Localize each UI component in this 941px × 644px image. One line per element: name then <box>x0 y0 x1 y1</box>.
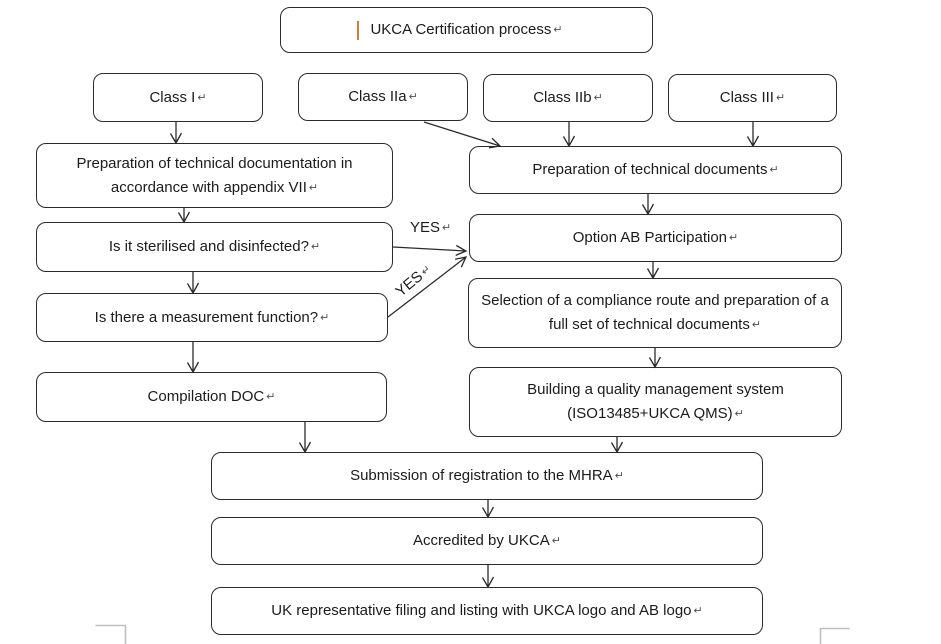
arrow-measurement-to-compilation <box>186 342 200 374</box>
return-formatting-mark: ↵ <box>734 408 744 420</box>
node-measurement-question[interactable]: Is there a measurement function?↵ <box>36 293 388 342</box>
node-class-iii-label: Class III↵ <box>719 89 786 106</box>
arrow-compilation-to-submission <box>298 422 312 454</box>
node-measurement-question-label: Is there a measurement function?↵ <box>94 308 330 326</box>
node-option-ab-participation[interactable]: Option AB Participation↵ <box>469 214 842 262</box>
node-class-iib-label: Class IIb↵ <box>533 89 603 106</box>
node-class-iia[interactable]: Class IIa↵ <box>298 73 468 121</box>
node-preparation-technical-documentation[interactable]: Preparation of technical documentation i… <box>36 143 393 208</box>
return-formatting-mark: ↵ <box>553 24 563 36</box>
return-formatting-mark: ↵ <box>775 92 786 104</box>
arrow-class-iii-to-prep-right <box>746 122 760 148</box>
node-selection-compliance-route-label: Selection of a compliance route and prep… <box>481 292 829 333</box>
arrow-class-iib-to-prep-right <box>562 122 576 148</box>
text-boundary-mark-left <box>95 624 127 644</box>
arrow-submission-to-accredited <box>481 500 495 519</box>
return-formatting-mark: ↵ <box>751 319 762 331</box>
node-selection-compliance-route[interactable]: Selection of a compliance route and prep… <box>468 278 842 348</box>
node-title[interactable]: UKCA Certification process↵ <box>280 7 653 53</box>
return-formatting-mark: ↵ <box>442 222 452 234</box>
node-submission-mhra[interactable]: Submission of registration to the MHRA↵ <box>211 452 763 500</box>
node-accredited-ukca-label: Accredited by UKCA↵ <box>413 532 561 549</box>
edge-label-yes-measurement: YES↵ <box>392 263 434 301</box>
node-option-ab-participation-label: Option AB Participation↵ <box>572 229 739 246</box>
node-class-iii[interactable]: Class III↵ <box>668 74 837 122</box>
node-compilation-doc-label: Compilation DOC↵ <box>147 388 276 405</box>
node-class-iib[interactable]: Class IIb↵ <box>483 74 653 122</box>
node-class-i[interactable]: Class I↵ <box>93 73 263 122</box>
edge-label-yes-sterilised: YES↵ <box>410 219 452 236</box>
node-accredited-ukca[interactable]: Accredited by UKCA↵ <box>211 517 763 565</box>
node-sterilised-question[interactable]: Is it sterilised and disinfected?↵ <box>36 222 393 272</box>
arrow-sterilised-to-measurement <box>186 272 200 295</box>
return-formatting-mark: ↵ <box>308 181 319 194</box>
node-sterilised-question-label: Is it sterilised and disinfected?↵ <box>108 238 321 255</box>
node-preparation-technical-documentation-label: Preparation of technical documentation i… <box>76 154 353 196</box>
arrow-selection-to-building <box>648 348 662 369</box>
return-formatting-mark: ↵ <box>769 164 779 176</box>
arrow-option-ab-to-selection <box>646 262 660 280</box>
return-formatting-mark: ↵ <box>408 91 418 103</box>
arrow-accredited-to-uk-rep <box>481 565 495 589</box>
node-class-iia-label: Class IIa↵ <box>348 88 418 105</box>
arrow-prep-left-to-sterilised <box>177 208 191 224</box>
node-uk-representative-filing-label: UK representative filing and listing wit… <box>271 602 703 619</box>
node-title-label: UKCA Certification process↵ <box>370 21 563 38</box>
arrow-building-to-submission <box>610 437 624 454</box>
node-submission-mhra-label: Submission of registration to the MHRA↵ <box>350 467 624 484</box>
node-compilation-doc[interactable]: Compilation DOC↵ <box>36 372 387 422</box>
arrow-class-i-to-prep-left <box>169 122 183 145</box>
return-formatting-mark: ↵ <box>614 470 624 482</box>
return-formatting-mark: ↵ <box>266 391 276 403</box>
return-formatting-mark: ↵ <box>320 311 330 324</box>
node-building-qms[interactable]: Building a quality management system (IS… <box>469 367 842 437</box>
arrow-prep-right-to-option-ab <box>641 194 655 216</box>
arrow-sterilised-to-option-ab-yes <box>392 244 468 256</box>
return-formatting-mark: ↵ <box>197 91 207 104</box>
node-building-qms-label: Building a quality management system (IS… <box>527 381 784 422</box>
node-preparation-technical-documents[interactable]: Preparation of technical documents↵ <box>469 146 842 194</box>
return-formatting-mark: ↵ <box>310 241 321 253</box>
arrow-class-iia-to-prep-right <box>423 121 502 149</box>
node-uk-representative-filing[interactable]: UK representative filing and listing wit… <box>211 587 763 635</box>
node-preparation-technical-documents-label: Preparation of technical documents↵ <box>532 161 779 178</box>
return-formatting-mark: ↵ <box>729 232 739 244</box>
return-formatting-mark: ↵ <box>551 535 561 547</box>
node-class-i-label: Class I↵ <box>149 88 207 106</box>
return-formatting-mark: ↵ <box>593 92 603 104</box>
text-boundary-mark-right <box>819 627 850 644</box>
return-formatting-mark: ↵ <box>693 605 703 617</box>
text-caret <box>357 21 359 40</box>
